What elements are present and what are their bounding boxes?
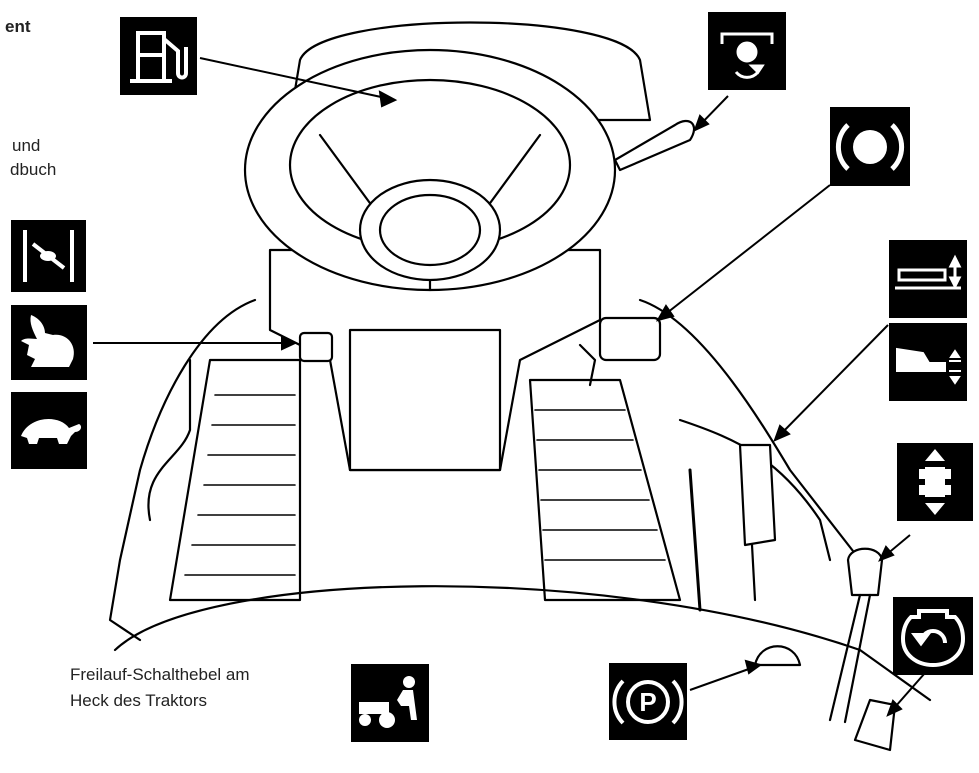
- deck-lift-lever: [738, 443, 777, 547]
- push-tractor-icon: [351, 664, 429, 742]
- speed-switch: [298, 331, 334, 363]
- deck-height-icon: [889, 240, 967, 318]
- throttle-choke-icon: [11, 220, 86, 292]
- fuel-icon: [120, 17, 197, 95]
- slow-turtle-icon: [11, 392, 87, 469]
- left-fender: [147, 358, 192, 522]
- ignition-icon: [893, 597, 973, 675]
- freewheel-caption-line1: Freilauf-Schalthebel am: [70, 665, 250, 684]
- throttle-lever: [613, 119, 696, 172]
- ignition-switch: [853, 698, 897, 752]
- svg-text:P: P: [639, 687, 656, 717]
- freewheel-caption-line2: Heck des Traktors: [70, 691, 207, 710]
- forward-reverse-icon: [897, 443, 973, 521]
- intro-fragment-line1: und: [12, 136, 41, 155]
- brake-icon: [830, 107, 910, 186]
- parking-knob: [753, 645, 802, 667]
- header-fragment: ent: [5, 17, 31, 36]
- tractor-hood: [108, 298, 257, 642]
- parking-brake-icon: P: [609, 663, 687, 740]
- left-floor-mat: [168, 358, 302, 602]
- direction-lever: [846, 547, 884, 597]
- cutting-height-icon: [889, 323, 967, 401]
- pto-engage-icon: [708, 12, 786, 90]
- brake-knob: [598, 316, 662, 362]
- fast-rabbit-icon: [11, 305, 87, 380]
- right-floor-mat: [528, 378, 682, 602]
- intro-fragment-line2: dbuch: [10, 160, 57, 179]
- rear-body: [113, 585, 932, 702]
